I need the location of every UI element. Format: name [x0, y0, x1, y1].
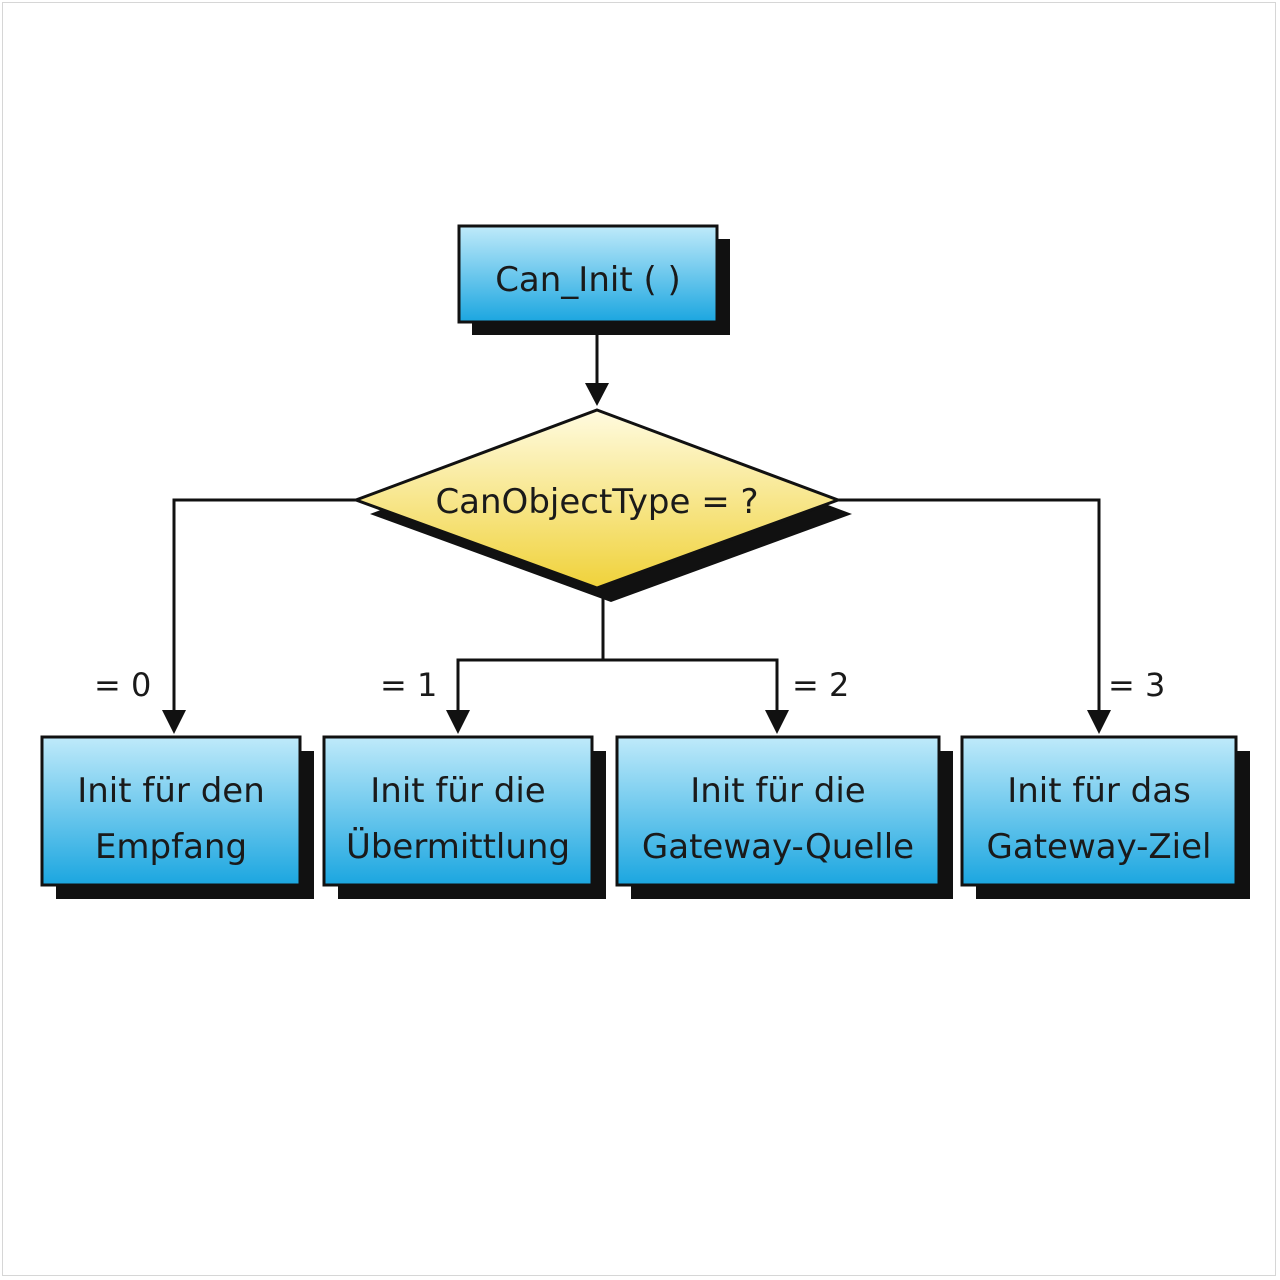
branch-node-0-box: [40, 735, 302, 887]
arrow-head-branch-0: [162, 710, 186, 734]
branch-node-2-box: [615, 735, 941, 887]
arrow-head-branch-3: [1087, 710, 1111, 734]
start-node-box: [457, 224, 719, 324]
edge-branch-0: [172, 498, 356, 712]
branch-node-1: Init für die Übermittlung: [322, 735, 606, 899]
branch-node-3-line1: Init für das: [1007, 771, 1191, 811]
decision-node: CanObjectType = ?: [351, 408, 852, 602]
arrow-head-decision: [585, 383, 609, 406]
decision-node-diamond: [351, 408, 843, 590]
edge-split-bar: [456, 658, 779, 712]
arrow-head-branch-2: [765, 710, 789, 734]
branch-node-1-line2: Übermittlung: [346, 826, 570, 867]
edge-branch-3: [838, 498, 1101, 712]
branch-node-0-line2: Empfang: [95, 827, 247, 867]
branch-condition-3: = 3: [1108, 666, 1165, 704]
branch-node-3-line2: Gateway-Ziel: [987, 827, 1212, 867]
branch-conditions: = 0 = 1 = 2 = 3: [94, 666, 1165, 704]
branch-node-0: Init für den Empfang: [40, 735, 314, 899]
branch-condition-2: = 2: [792, 666, 849, 704]
branch-node-1-line1: Init für die: [370, 771, 545, 811]
branch-node-0-line1: Init für den: [77, 771, 265, 811]
branch-node-3-box: [960, 735, 1238, 887]
start-node-label: Can_Init ( ): [495, 260, 681, 300]
branch-condition-1: = 1: [380, 666, 437, 704]
branch-node-2-line2: Gateway-Quelle: [642, 827, 914, 867]
connectors: [162, 322, 1111, 734]
branch-node-3: Init für das Gateway-Ziel: [960, 735, 1250, 899]
branch-node-1-box: [322, 735, 594, 887]
branch-condition-0: = 0: [94, 666, 151, 704]
start-node: Can_Init ( ): [457, 224, 730, 335]
branch-node-2-line1: Init für die: [690, 771, 865, 811]
branch-node-2: Init für die Gateway-Quelle: [615, 735, 953, 899]
arrow-head-branch-1: [446, 710, 470, 734]
decision-node-label: CanObjectType = ?: [435, 482, 758, 522]
